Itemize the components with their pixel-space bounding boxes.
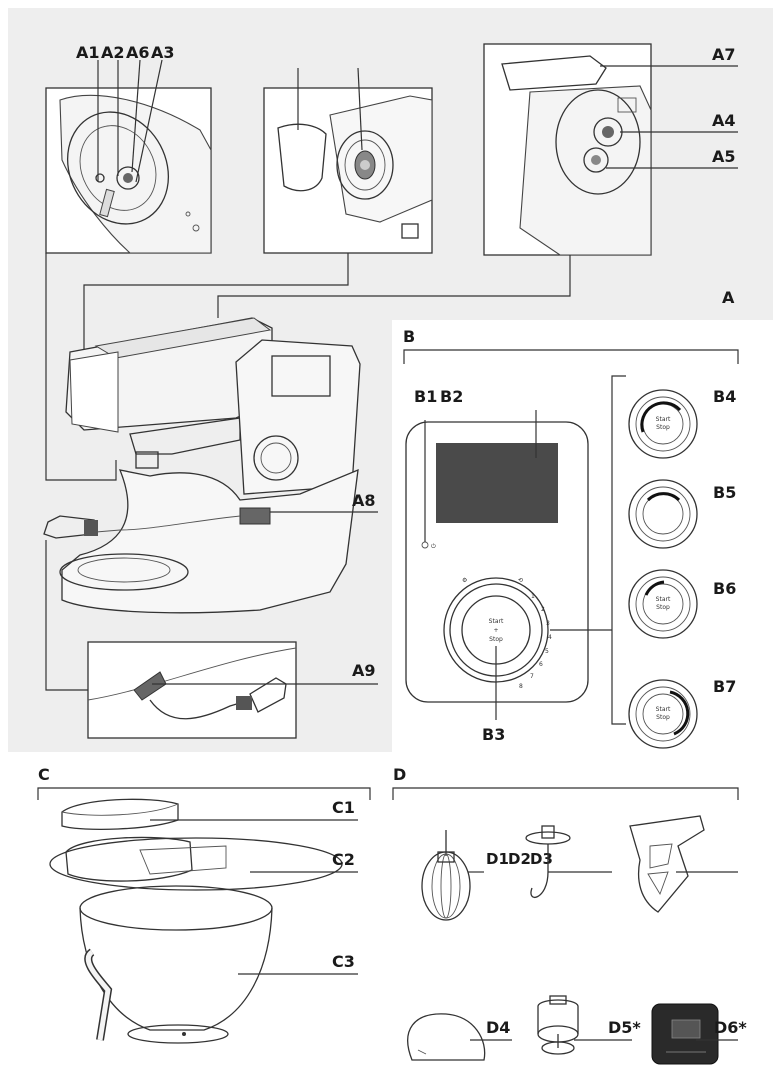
callout-d4: D4 [486,1018,510,1037]
callout-a5: A5 [712,147,736,166]
svg-text:Start: Start [656,416,671,423]
leader-outlet [357,67,363,151]
detail-box-outlet-cover [263,87,433,254]
connector-detail-a9 [45,540,88,691]
svg-text:4: 4 [548,634,552,641]
callout-a1: A1 [76,43,100,62]
scraper-d4 [407,1013,486,1061]
dial-variants-bracket [611,375,626,725]
callout-a2: A2 [101,43,125,62]
connector-detail-3 [217,255,571,318]
callout-d2: D2 [508,850,531,868]
dial-ticks: 1 2 3 4 5 6 7 8 [519,593,552,690]
callout-a9: A9 [352,661,376,680]
svg-text:Start: Start [656,706,671,713]
svg-text:Stop: Stop [656,714,670,721]
dial-variant-b6: Start Stop [628,569,698,639]
plus-label: + [493,627,498,634]
start-label: Start [489,618,504,625]
callout-a8: A8 [352,491,376,510]
stop-label: Stop [489,636,503,643]
section-letter-a: A [722,288,735,307]
callout-b3: B3 [482,725,505,744]
callout-a6: A6 [126,43,150,62]
svg-text:3: 3 [546,620,550,627]
callout-c3: C3 [332,952,355,971]
callout-b1: B1 [414,387,437,406]
callout-b4: B4 [713,387,736,406]
flat-beater-d3 [629,815,705,913]
callout-d1: D1 [486,850,509,868]
callout-b5: B5 [713,483,736,502]
bowl-lid-c1 [61,798,179,831]
callout-a3: A3 [151,43,175,62]
callout-d3: D3 [530,850,553,868]
connector-detail-2 [83,253,349,368]
callout-b7: B7 [713,677,736,696]
svg-text:2: 2 [541,606,545,613]
dial-variant-b7: Start Stop [628,679,698,749]
svg-text:Stop: Stop [656,424,670,431]
accessory-d6 [651,1003,719,1065]
leader-a6 [131,59,141,173]
section-d-bracket [392,787,739,800]
section-b-bracket [403,349,739,364]
callout-b2: B2 [440,387,463,406]
connector-detail-1 [45,253,117,481]
svg-text:8: 8 [519,683,523,690]
svg-text:7: 7 [530,673,534,680]
svg-text:1: 1 [531,593,535,600]
svg-text:Stop: Stop [656,604,670,611]
kitchen-machine-main [43,317,361,614]
svg-text:⟲: ⟲ [518,577,523,584]
section-letter-b: B [403,327,415,346]
svg-text:5: 5 [545,648,549,655]
splash-guard-c2 [49,836,343,891]
callout-a7: A7 [712,45,736,64]
dial-variant-b5 [628,479,698,549]
section-letter-c: C [38,765,50,784]
svg-text:⏻: ⏻ [431,543,436,550]
control-panel-display [436,443,558,523]
control-panel: ⏻ Start + Stop ⚙ ⟲ 1 2 3 4 5 6 7 8 [405,421,589,703]
callout-b6: B6 [713,579,736,598]
callout-a4: A4 [712,111,736,130]
whisk-d1 [421,830,471,921]
dial-variant-b4: Start Stop [628,389,698,459]
callout-c2: C2 [332,850,355,869]
mixing-bowl-c3 [79,885,273,1044]
callout-d6: D6* [714,1018,747,1037]
detail-box-cord-outlet [87,641,297,739]
svg-text:Start: Start [656,596,671,603]
svg-text:⚙: ⚙ [462,577,467,584]
section-letter-d: D [393,765,406,784]
section-c-bracket [37,787,371,800]
accessory-d5 [537,995,579,1055]
callout-c1: C1 [332,798,355,817]
leader-a3 [135,59,163,183]
svg-text:6: 6 [539,661,543,668]
dough-hook-d2 [525,825,571,898]
callout-d5: D5* [608,1018,641,1037]
detail-box-attachment-drive [45,87,212,254]
detail-box-top-outlets [483,43,652,256]
